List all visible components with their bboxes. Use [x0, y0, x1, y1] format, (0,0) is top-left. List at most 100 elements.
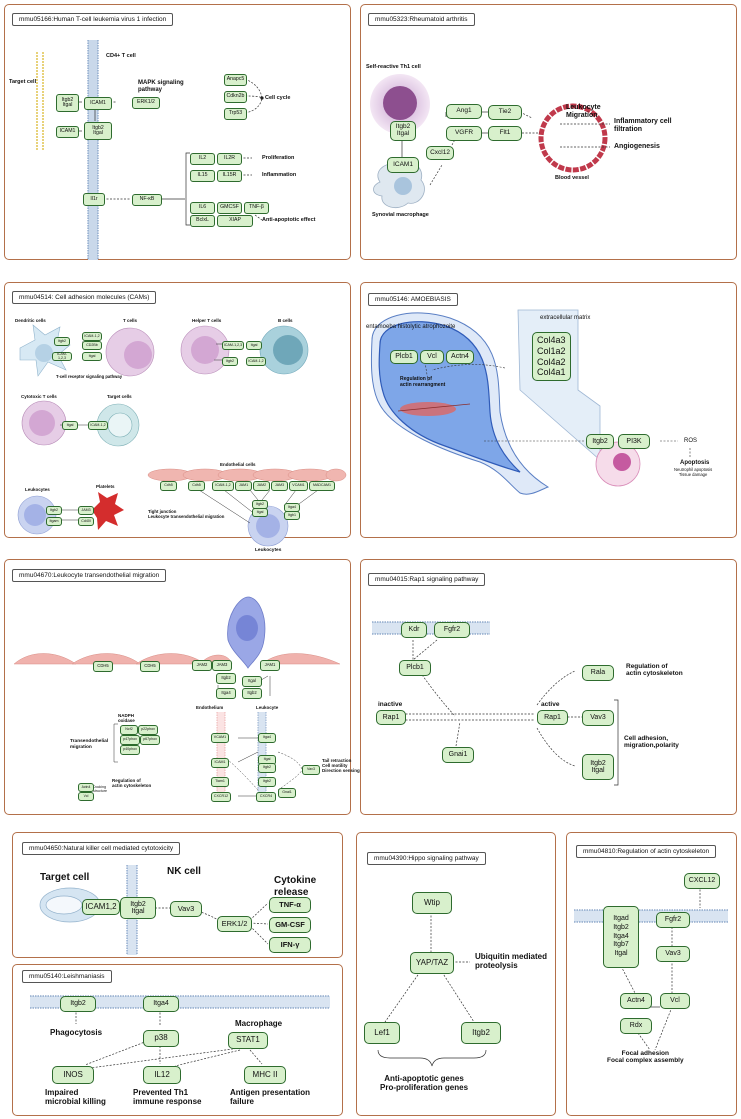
label-target-cell-nk: Target cell: [40, 872, 90, 883]
label-impaired: Impaired microbial killing: [45, 1088, 106, 1107]
label-target-cell: Target cell: [9, 79, 37, 85]
label-tcr: T-cell receptor signaling pathway: [56, 374, 123, 379]
b-cell-nucleus: [273, 335, 303, 365]
label-genes: Anti-apoptotic genes Pro-proliferation g…: [380, 1074, 469, 1093]
node-vcl-actin: Vcl: [660, 993, 690, 1009]
node-cxcl12-actin: CXCL12: [684, 873, 720, 889]
label-inactive: inactive: [378, 701, 403, 708]
leukocyte-left-nucleus: [24, 504, 46, 526]
label-cd4-tcell: CD4+ T cell: [106, 53, 136, 59]
node-e-jam3: JAM3: [271, 481, 288, 491]
label-proliferation: Proliferation: [262, 155, 295, 161]
node-h-itgal: Itgal: [246, 341, 262, 350]
cytotoxic-nucleus: [29, 410, 55, 436]
panel-title-rap1: mmu04015:Rap1 signaling pathway: [368, 573, 486, 586]
label-endothelial: Endothelial cells: [220, 462, 256, 467]
node-erk: ERK1/2: [132, 97, 160, 109]
node-e-jam1: JAM1: [235, 481, 252, 491]
node-bclxl: BclxL: [190, 215, 215, 227]
label-nk-cell: NK cell: [167, 866, 201, 877]
panel-rap1: [360, 559, 737, 815]
node-e-jam2: JAM2: [253, 481, 270, 491]
label-macrophage: Macrophage: [235, 1019, 283, 1028]
label-target-cells: Target cells: [107, 394, 132, 399]
label-nadph: NADPH oxidase: [118, 713, 135, 724]
node-itgb2c: Itgb2: [258, 763, 276, 773]
node-flt1: Flt1: [488, 126, 522, 141]
label-endothelium: Endothelium: [196, 705, 224, 710]
node-e-cdh5b: Cdh5: [188, 481, 205, 491]
panel-title-cams: mmu04514: Cell adhesion molecules (CAMs): [12, 291, 157, 304]
label-phagocytosis: Phagocytosis: [50, 1028, 103, 1037]
node-il2: IL2: [190, 153, 215, 165]
label-mapk: MAPK signaling pathway: [138, 80, 184, 93]
label-transendothelial: Transendothelial migration: [70, 739, 109, 750]
node-il6: IL6: [190, 202, 215, 214]
label-ubiquitin: Ubiquitin mediated proteolysis: [475, 952, 547, 971]
node-actn4: Actn4: [446, 350, 474, 364]
node-itgb2-itgal-rap1: Itgb2 Itgal: [582, 754, 614, 780]
node-tnfa: TNF-α: [269, 897, 311, 913]
node-icam1: ICAM1: [211, 758, 229, 768]
label-dendritic: Dendritic cells: [15, 318, 46, 323]
node-gnai1-rap1: Gnai1: [442, 747, 474, 763]
node-vav3-nk: Vav3: [170, 901, 202, 917]
node-itgb2a: Itgb2: [216, 673, 236, 684]
node-h-icam2: ICAM-1,2: [246, 357, 266, 366]
label-leukocytes-bottom: Leukocytes: [255, 548, 282, 553]
label-prevented: Prevented Th1 immune response: [133, 1088, 202, 1107]
node-cdkn2b: Cdkn2b: [224, 91, 247, 103]
endothelial-cells: [13, 653, 341, 665]
node-dc-itgb2: Itgb2: [54, 337, 70, 346]
node-itga4: Itga4: [216, 688, 236, 699]
node-plcb1-rap1: Plcb1: [399, 660, 431, 676]
node-itgb2-itgal-nk: Itgb2 Itgal: [120, 897, 156, 919]
node-stat1: STAT1: [228, 1032, 268, 1049]
dendritic-nucleus: [35, 344, 53, 362]
leukocyte-bottom-nucleus: [256, 514, 280, 538]
panel-title-amoebiasis: mmu05146: AMOEBIASIS: [368, 293, 458, 306]
node-e-icam: ICAM-1,2: [212, 481, 234, 491]
node-cxcr12: CXCR12: [211, 792, 231, 802]
label-docking: Docking structure: [93, 785, 107, 794]
node-il1r: Il1r: [83, 193, 105, 206]
node-gmcsf: GMCSF: [217, 202, 242, 214]
node-l-jam3: JAM3: [78, 506, 94, 515]
node-icam1-target: ICAM1: [56, 126, 79, 138]
label-cytotoxic: Cytotoxic T cells: [21, 394, 57, 399]
node-il15: IL15: [190, 170, 215, 182]
node-tie2: Tie2: [488, 105, 522, 120]
t-cell-nucleus: [124, 341, 152, 369]
node-inos: INOS: [52, 1066, 94, 1084]
node-il12: IL12: [143, 1066, 181, 1084]
node-cxcl12: Cxcl12: [426, 146, 454, 160]
label-antigen: Antigen presentation failure: [230, 1088, 311, 1107]
label-cytokine: Cytokine release: [274, 875, 317, 898]
target-nucleus: [107, 412, 133, 438]
panel-title-transendothelial: mmu04670:Leukocyte transendothelial migr…: [12, 569, 167, 582]
membrane-cd4: [87, 40, 99, 260]
label-tight-junction: Tight junction Leukocyte transendothelia…: [148, 509, 225, 519]
node-icam1: ICAM1: [387, 157, 419, 173]
node-plcb1: Plcb1: [390, 350, 418, 364]
label-reg-actin: Regulation of actin rearrangment: [400, 376, 446, 388]
label-ros: ROS: [684, 438, 698, 444]
node-nfkb: NF-κB: [132, 194, 162, 206]
node-fgfr2: Fgfr2: [434, 622, 470, 638]
macrophage-nucleus: [394, 177, 412, 195]
node-dc-cd2b: CD2Bb: [82, 341, 102, 350]
neutrophil-nucleus: [613, 453, 631, 471]
node-il15r: IL15R: [217, 170, 242, 182]
node-p22phox: p22phox: [138, 725, 158, 735]
membrane-target: [36, 52, 44, 150]
node-e-vcam1: VCAM1: [289, 481, 308, 491]
node-itg-list: Itgad Itgb2 Itga4 Itgb7 Itgal: [603, 906, 639, 968]
panel-title-leishmaniasis: mmu05140:Leishmaniasis: [22, 970, 112, 983]
label-apoptosis: Apoptosis: [680, 460, 710, 466]
label-cell-cycle: Cell cycle: [265, 95, 291, 101]
node-cdh5b: CDH5: [140, 661, 160, 672]
label-regactin-rap1: Regulation of actin cytoskeleton: [626, 663, 683, 678]
node-itga4b: Itga4: [258, 733, 276, 743]
